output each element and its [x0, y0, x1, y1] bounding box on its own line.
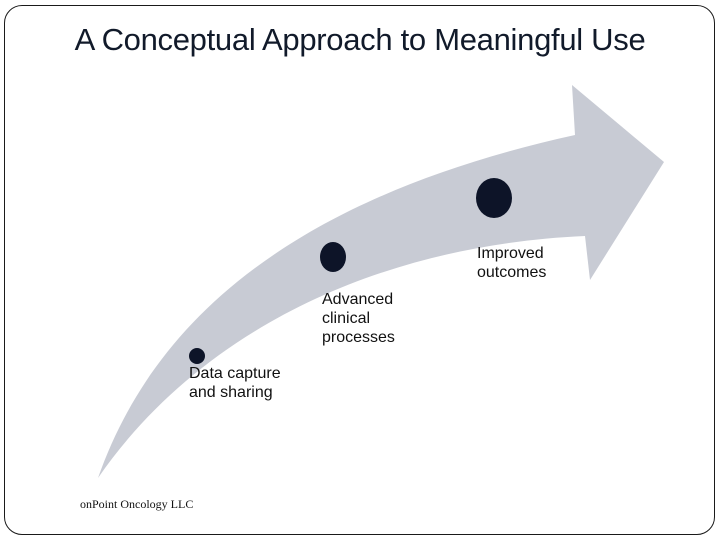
step-label-improved-outcomes: Improved outcomes — [477, 245, 547, 281]
step-label-data-capture: Data capture and sharing — [189, 365, 281, 401]
footer-company: onPoint Oncology LLC — [80, 497, 194, 511]
step-marker-3-icon — [476, 178, 512, 218]
step-marker-1-icon — [189, 348, 205, 364]
curved-arrow-shape — [98, 85, 664, 478]
step-marker-2-icon — [320, 242, 346, 272]
step-label-advanced-clinical: Advanced clinical processes — [322, 291, 395, 346]
slide-title: A Conceptual Approach to Meaningful Use — [74, 22, 646, 57]
